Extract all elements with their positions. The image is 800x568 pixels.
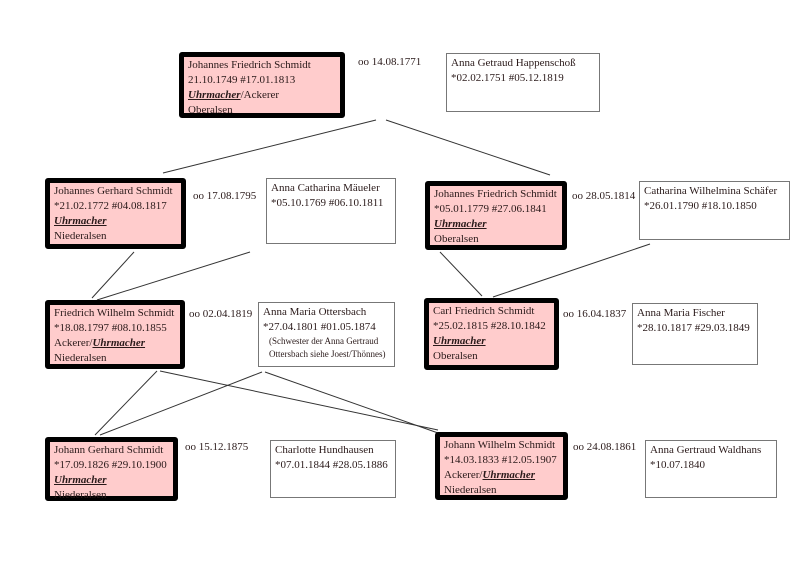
person-place: Niederalsen [444,484,497,496]
spouse-name: Catharina Wilhelmina Schäfer [644,185,778,197]
person-occupation: Uhrmacher [433,334,550,349]
marriage-date: oo 02.04.1819 [189,308,253,320]
person-occupation: Uhrmacher/Ackerer [188,88,336,103]
marriage-date: oo 16.04.1837 [563,308,627,320]
person-dates: 21.10.1749 #17.01.1813 [188,74,296,86]
person-place: Oberalsen [434,233,479,245]
spouse-name: Anna Maria Fischer [637,307,725,319]
person-dates: *05.01.1779 #27.06.1841 [434,203,547,215]
person-name: Johannes Friedrich Schmidt [434,188,557,200]
spouse-dates: *28.10.1817 #29.03.1849 [637,322,750,334]
descent-line [99,371,263,436]
person-box[interactable]: Johannes Gerhard Schmidt *21.02.1772 #04.… [45,178,186,249]
descent-line [385,119,551,176]
spouse-box[interactable]: Anna Catharina Mäueler *05.10.1769 #06.10… [266,178,396,244]
person-name: Carl Friedrich Schmidt [433,305,535,317]
spouse-name: Anna Gertraud Waldhans [650,444,762,456]
occupation-uhrmacher: Uhrmacher [92,337,146,349]
person-box[interactable]: Johann Wilhelm Schmidt *14.03.1833 #12.05… [435,432,568,500]
spouse-name: Charlotte Hundhausen [275,444,374,456]
person-occupation: Uhrmacher [54,214,177,229]
person-name: Johannes Gerhard Schmidt [54,185,173,197]
descent-line [96,251,251,301]
spouse-box[interactable]: Anna Getraud Happenschoß *02.02.1751 #05.… [446,53,600,112]
person-occupation: Ackerer/Uhrmacher [444,468,559,483]
occupation-uhrmacher: Uhrmacher [54,215,107,227]
marriage-date: oo 15.12.1875 [185,441,249,453]
spouse-dates: *27.04.1801 #01.05.1874 [263,321,376,333]
descent-line [94,370,158,436]
occupation-uhrmacher: Uhrmacher [54,474,107,486]
spouse-dates: *07.01.1844 #28.05.1886 [275,459,388,471]
occupation-uhrmacher: Uhrmacher [188,89,241,101]
person-name: Johann Wilhelm Schmidt [444,439,556,451]
occupation-uhrmacher: Uhrmacher [433,335,486,347]
person-box[interactable]: Johannes Friedrich Schmidt *05.01.1779 #2… [425,181,567,250]
person-box[interactable]: Johann Gerhard Schmidt *17.09.1826 #29.10… [45,437,178,501]
person-occupation: Uhrmacher [54,473,169,488]
descent-line [439,251,483,297]
person-place: Niederalsen [54,352,107,364]
spouse-dates: *26.01.1790 #18.10.1850 [644,200,757,212]
person-occupation: Uhrmacher [434,217,558,232]
spouse-dates: *05.10.1769 #06.10.1811 [271,197,384,209]
marriage-date: oo 14.08.1771 [358,56,422,68]
marriage-date: oo 24.08.1861 [573,441,637,453]
spouse-box[interactable]: Anna Gertraud Waldhans *10.07.1840 [645,440,777,498]
spouse-note: Ottersbach siehe Joest/Thönnes) [269,349,386,359]
spouse-name: Anna Maria Ottersbach [263,306,367,318]
descent-line [91,251,135,299]
person-box[interactable]: Carl Friedrich Schmidt *25.02.1815 #28.10… [424,298,559,370]
spouse-name: Anna Getraud Happenschoß [451,57,576,69]
occupation-prefix: Ackerer/ [54,337,93,349]
person-dates: *25.02.1815 #28.10.1842 [433,320,546,332]
person-place: Niederalsen [54,230,107,242]
marriage-date: oo 28.05.1814 [572,190,636,202]
spouse-box[interactable]: Catharina Wilhelmina Schäfer *26.01.1790 … [639,181,790,240]
person-dates: *14.03.1833 #12.05.1907 [444,454,557,466]
person-place: Oberalsen [188,104,233,116]
occupation-prefix: Ackerer/ [444,469,483,481]
person-dates: *21.02.1772 #04.08.1817 [54,200,167,212]
spouse-box[interactable]: Anna Maria Fischer *28.10.1817 #29.03.184… [632,303,758,365]
spouse-box[interactable]: Anna Maria Ottersbach *27.04.1801 #01.05.… [258,302,395,367]
person-box[interactable]: Johannes Friedrich Schmidt 21.10.1749 #17… [179,52,345,118]
person-place: Oberalsen [433,350,478,362]
descent-line [264,371,439,434]
descent-line [159,370,439,431]
person-name: Johannes Friedrich Schmidt [188,59,311,71]
marriage-date: oo 17.08.1795 [193,190,257,202]
spouse-dates: *10.07.1840 [650,459,705,471]
occupation-uhrmacher: Uhrmacher [434,218,487,230]
person-place: Niederalsen [54,489,107,501]
spouse-box[interactable]: Charlotte Hundhausen *07.01.1844 #28.05.1… [270,440,396,498]
person-dates: *18.08.1797 #08.10.1855 [54,322,167,334]
spouse-name: Anna Catharina Mäueler [271,182,380,194]
person-dates: *17.09.1826 #29.10.1900 [54,459,167,471]
person-box[interactable]: Friedrich Wilhelm Schmidt *18.08.1797 #08… [45,300,185,369]
descent-line [492,243,651,298]
person-name: Johann Gerhard Schmidt [54,444,164,456]
occupation-suffix: /Ackerer [240,89,280,101]
spouse-dates: *02.02.1751 #05.12.1819 [451,72,564,84]
descent-line [162,119,377,174]
occupation-uhrmacher: Uhrmacher [482,469,536,481]
person-occupation: Ackerer/Uhrmacher [54,336,176,351]
spouse-note: (Schwester der Anna Gertraud [269,336,379,346]
person-name: Friedrich Wilhelm Schmidt [54,307,175,319]
